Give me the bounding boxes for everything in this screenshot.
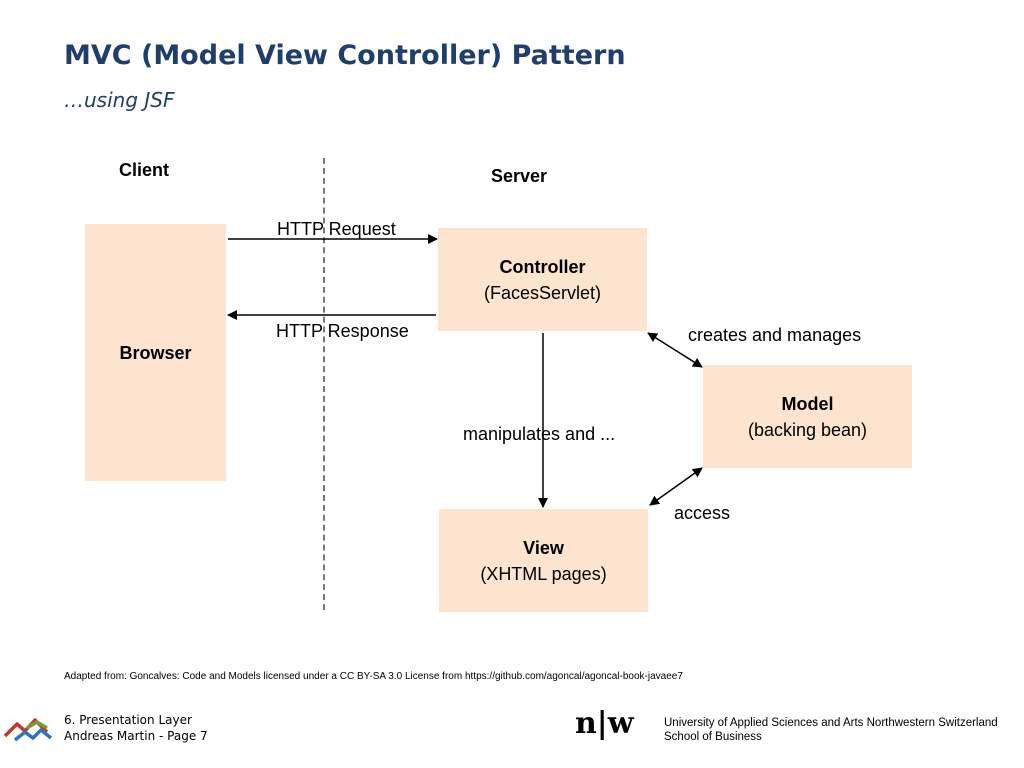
creates-manages-label: creates and manages (688, 325, 862, 345)
creates-manages-arrow (647, 332, 703, 368)
server-label: Server (491, 166, 548, 186)
controller-detail: (FacesServlet) (483, 282, 602, 303)
access-label: access (674, 503, 731, 523)
model-box: Model (backing bean) (703, 365, 912, 468)
controller-title: Controller (499, 256, 586, 277)
controller-box: Controller (FacesServlet) (438, 228, 647, 331)
view-title: View (523, 537, 564, 558)
client-label: Client (119, 160, 170, 180)
footer-section: 6. Presentation Layer (64, 713, 192, 727)
fhnw-logo: n|w (575, 706, 634, 741)
footer-author-page: Andreas Martin - Page 7 (64, 729, 208, 743)
browser-label: Browser (119, 342, 192, 363)
mountain-logo-icon (3, 718, 53, 742)
model-detail: (backing bean) (747, 419, 868, 440)
manipulates-label: manipulates and ... (463, 424, 616, 444)
access-arrow (649, 467, 703, 506)
http-response-label: HTTP Response (276, 321, 409, 341)
school-name: School of Business (664, 731, 762, 743)
fhnw-text: University of Applied Sciences and Arts … (664, 716, 998, 744)
browser-box: Browser (85, 224, 226, 481)
client-server-divider (323, 158, 325, 610)
http-request-label: HTTP Request (277, 219, 396, 239)
footer-info: 6. Presentation Layer Andreas Martin - P… (64, 712, 208, 744)
page-title: MVC (Model View Controller) Pattern (64, 40, 626, 71)
university-name: University of Applied Sciences and Arts … (664, 717, 998, 729)
page-subtitle: …using JSF (64, 88, 175, 112)
view-box: View (XHTML pages) (439, 509, 648, 612)
model-title: Model (781, 393, 834, 414)
credit-note: Adapted from: Goncalves: Code and Models… (64, 671, 683, 682)
view-detail: (XHTML pages) (480, 563, 607, 584)
